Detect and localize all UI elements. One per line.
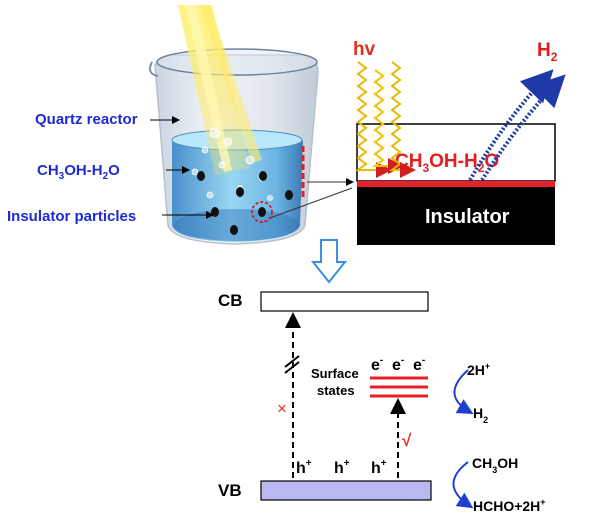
light-beam: [178, 5, 262, 175]
conduction-band: [260, 291, 429, 312]
solution-label: CH3OH-H2O: [37, 162, 120, 182]
surface-label-line1: Surface: [311, 366, 359, 381]
vb-label: VB: [218, 481, 242, 500]
insulator-particles-label: Insulator particles: [7, 208, 136, 225]
insulator-label: Insulator: [425, 206, 510, 228]
oxidation-arrow: [452, 461, 474, 509]
zoom-panel: [356, 123, 556, 245]
check-mark: √: [402, 431, 412, 450]
hole-3: h+: [371, 458, 387, 477]
surface-label-line2: states: [317, 383, 355, 398]
electron-2: e-: [392, 355, 404, 374]
hole-1: h+: [296, 458, 312, 477]
cross-mark: ×: [277, 399, 287, 418]
oxidation-reactant: CH3OH: [472, 455, 518, 475]
hv-label: hv: [353, 39, 376, 60]
cb-label: CB: [218, 291, 243, 310]
highlight-circle: [251, 201, 273, 223]
electrons: e- e- e-: [371, 355, 425, 374]
h2-product-label: H2: [537, 40, 558, 64]
electron-3: e-: [413, 355, 425, 374]
break-mark-1: [284, 355, 300, 368]
electron-1: e-: [371, 355, 383, 374]
holes: h+ h+ h+: [296, 458, 387, 477]
insulator-particles: [197, 171, 293, 235]
photon-waves: [355, 61, 416, 178]
reduction-reactant: 2H+: [467, 361, 490, 378]
oxidation-product: HCHO+2H+: [473, 497, 546, 514]
zoom-down-arrow: [310, 239, 348, 284]
break-mark-2: [284, 361, 300, 374]
zoom-connector-bottom: [269, 187, 353, 219]
valence-band: [260, 480, 432, 501]
reduction-product: H2: [473, 405, 488, 425]
quartz-reactor-label: Quartz reactor: [35, 111, 138, 128]
h2-release-arrows: [468, 69, 566, 182]
reduction-arrow: [453, 369, 474, 414]
bubbles: [191, 127, 273, 201]
hole-2: h+: [334, 458, 350, 477]
